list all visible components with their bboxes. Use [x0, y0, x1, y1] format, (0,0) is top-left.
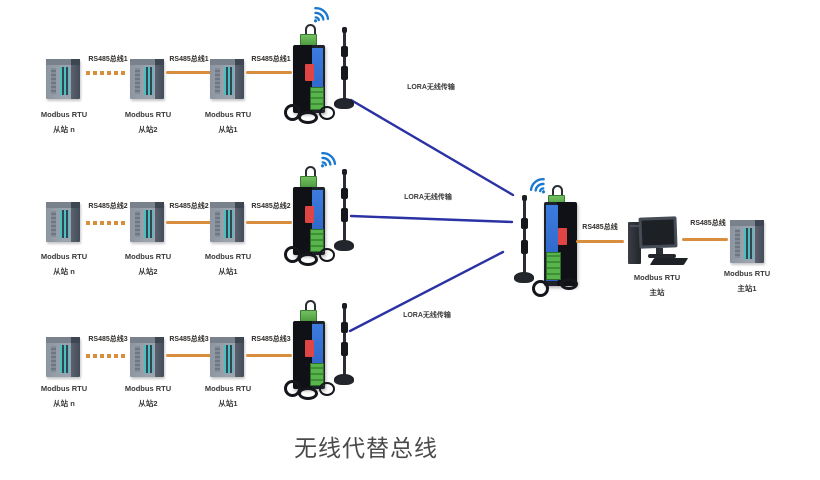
- rs485-bus-line: [166, 71, 212, 74]
- lora-module-icon: [284, 24, 358, 140]
- wifi-signal-icon: [524, 172, 553, 201]
- desktop-pc-icon: [624, 212, 689, 268]
- plc-icon: [130, 202, 164, 242]
- plc-icon: [46, 202, 80, 242]
- lora-link-line-1: [349, 98, 515, 197]
- antenna-icon: [332, 300, 356, 412]
- rs485-bus-line: [682, 238, 728, 241]
- plc-icon: [130, 59, 164, 99]
- lora-link-label: LORA无线传输: [403, 312, 451, 319]
- plc-icon: [46, 59, 80, 99]
- rs485-bus-dotted-line: [86, 221, 126, 225]
- rs485-bus-line: [246, 71, 292, 74]
- lora-link-label: LORA无线传输: [407, 84, 455, 91]
- plc-icon: [210, 59, 244, 99]
- bus-label: RS485总线1: [169, 56, 209, 63]
- wifi-signal-icon: [305, 1, 334, 30]
- lora-module-icon: [508, 176, 578, 297]
- rs485-bus-dotted-line: [86, 71, 126, 75]
- antenna-icon: [512, 192, 536, 304]
- plc-icon: [210, 337, 244, 377]
- lora-module-icon: [284, 166, 358, 282]
- bus-label: RS485总线2: [251, 203, 291, 210]
- rs485-bus-line: [166, 354, 212, 357]
- lora-link-line-2: [349, 214, 514, 224]
- bus-label: RS485总线1: [251, 56, 291, 63]
- antenna-icon: [332, 24, 356, 136]
- bus-label: RS485总线: [690, 220, 726, 227]
- plc-icon: [46, 337, 80, 377]
- plc-icon: [130, 337, 164, 377]
- wifi-signal-icon: [312, 146, 341, 175]
- lora-link-label: LORA无线传输: [404, 194, 452, 201]
- bus-label: RS485总线2: [88, 203, 128, 210]
- lora-link-line-3: [348, 250, 505, 333]
- rs485-bus-line: [576, 240, 624, 243]
- diagram-title: 无线代替总线: [294, 436, 438, 461]
- bus-label: RS485总线3: [169, 336, 209, 343]
- bus-label: RS485总线3: [88, 336, 128, 343]
- plc-icon: [210, 202, 244, 242]
- bus-label: RS485总线: [582, 224, 618, 231]
- lora-module-icon: [284, 300, 358, 416]
- rs485-bus-line: [246, 221, 292, 224]
- rs485-bus-line: [166, 221, 212, 224]
- bus-label: RS485总线1: [88, 56, 128, 63]
- bus-label: RS485总线3: [251, 336, 291, 343]
- antenna-icon: [332, 166, 356, 278]
- plc-icon: [730, 220, 764, 263]
- bus-label: RS485总线2: [169, 203, 209, 210]
- rs485-bus-dotted-line: [86, 354, 126, 358]
- rs485-bus-line: [246, 354, 292, 357]
